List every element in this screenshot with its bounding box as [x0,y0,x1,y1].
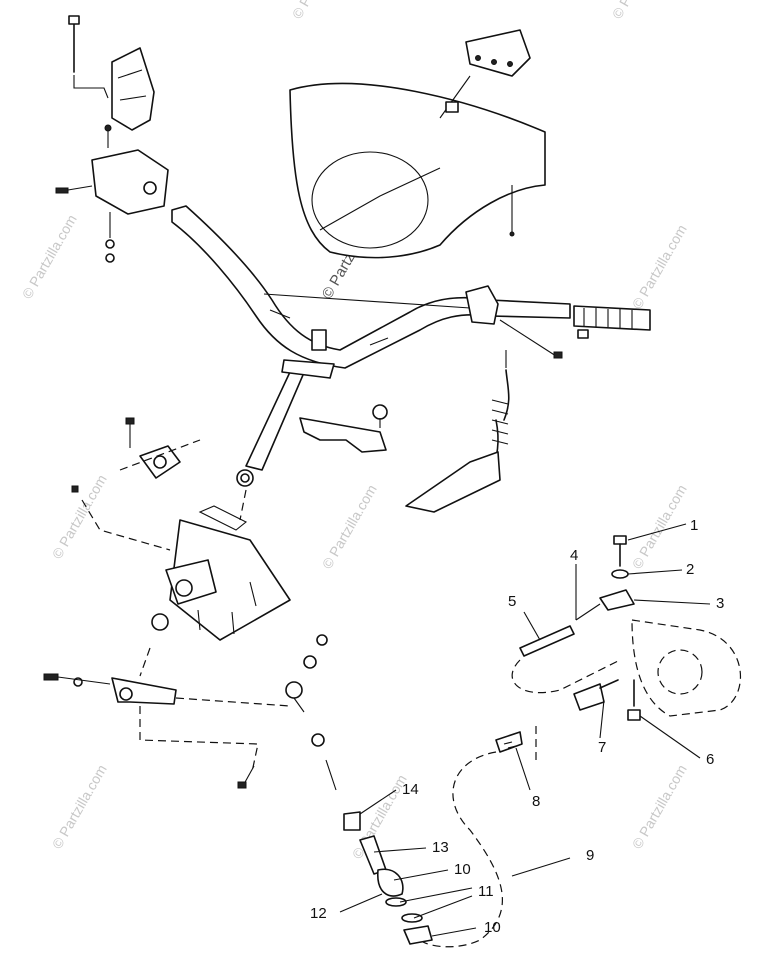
washer-2 [611,569,629,579]
bushing-lower [151,613,169,631]
callout-13: 13 [432,839,449,856]
steering-support [71,417,291,641]
mount-bracket [111,47,155,131]
engine-housing [631,619,742,717]
callout-6: 6 [706,751,714,768]
steering-arm [43,634,337,791]
nut-10 [403,925,433,945]
tie-rod-end [285,681,303,699]
nut-6 [627,709,641,721]
adjuster-8 [495,731,523,753]
cable-end-5 [519,625,575,657]
callout-14: 14 [402,781,419,798]
watermark: © Partzilla.com [19,212,80,302]
kill-switch-tether [405,451,501,513]
watermark: © Partzilla.com [609,0,670,22]
callout-10b: 10 [484,919,501,936]
leader-lines [339,523,711,937]
nut [105,239,115,249]
nut-12 [377,868,404,897]
rod-4 [575,603,601,621]
callout-9: 9 [586,847,594,864]
fitting-14 [343,811,361,831]
callout-11: 11 [478,883,494,900]
engine-outline [511,619,742,717]
cable-9 [419,751,503,948]
fairing [289,82,546,259]
leader [73,75,109,99]
crossbar [263,293,471,309]
bolt [43,673,59,681]
watermark: © Partzilla.com [49,472,110,562]
steering-column [245,367,307,471]
washer-11 [401,913,423,923]
watermark: © Partzilla.com [629,222,690,312]
washer [105,253,115,263]
top-left-bracket-assembly [68,15,155,148]
watermark: © Partzilla.com [289,0,350,22]
switch-housing [91,149,169,215]
callout-5: 5 [508,593,516,610]
throttle-linkage [495,535,641,760]
steering-post [236,329,335,487]
handlebar [171,205,571,369]
throttle-housing [465,285,499,325]
watermark: © Partzilla.com [319,482,380,572]
throttle-cable [343,751,503,948]
callout-3: 3 [716,595,724,612]
cover-plate [299,404,388,453]
washer-10 [385,897,407,907]
plate [299,417,387,453]
small-screw [104,124,112,132]
bolt-head [68,15,80,25]
gauge [465,29,531,77]
screw [55,187,69,194]
watermark: © Partzilla.com [629,762,690,852]
callout-7: 7 [598,739,606,756]
hood-fairing [289,82,546,259]
callout-1: 1 [690,517,698,534]
watermark: © Partzilla.com [629,482,690,572]
steering-ring [311,151,429,249]
right-controls [405,285,651,513]
callout-8: 8 [532,793,540,810]
ball-joint-3 [599,589,635,611]
gauge-pod [439,29,531,119]
callout-labels: 1 2 3 4 5 6 7 8 9 10 10 11 12 13 14 [310,517,724,936]
watermark: © Partzilla.com [49,762,110,852]
callout-10a: 10 [454,861,471,878]
left-switch-housing [55,149,169,263]
handlebar-tube [171,205,571,369]
callout-4: 4 [570,547,578,564]
callout-12: 12 [310,905,327,922]
callout-2: 2 [686,561,694,578]
bolt-1 [613,535,627,545]
hand-grip [573,305,651,331]
